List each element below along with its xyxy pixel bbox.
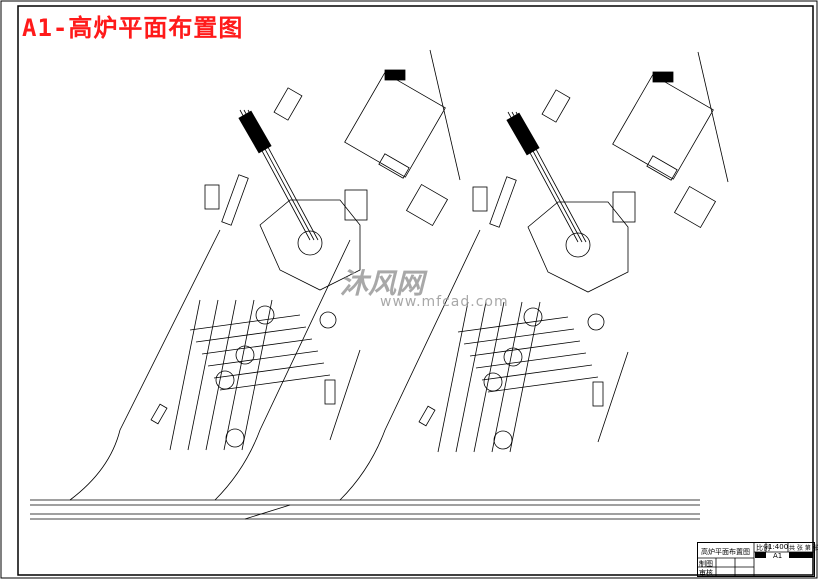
building bbox=[204, 184, 220, 210]
stockhouse bbox=[344, 72, 446, 178]
title-block-grid bbox=[698, 543, 814, 576]
building bbox=[221, 174, 249, 226]
conveyor-head bbox=[506, 112, 540, 156]
pipe-grid bbox=[457, 316, 569, 333]
pipe-grid bbox=[473, 301, 505, 453]
drawn-by-label: 制图 bbox=[699, 560, 713, 568]
building-block bbox=[384, 69, 406, 81]
drawing-title: A1-高炉平面布置图 bbox=[22, 14, 244, 42]
pipe-grid bbox=[207, 350, 319, 367]
pipe-grid bbox=[491, 301, 523, 453]
pipe-grid bbox=[189, 314, 301, 331]
watermark-url: www.mfcad.com bbox=[380, 294, 509, 310]
watermark: 沐风网 www.mfcad.com bbox=[340, 262, 508, 310]
pipe-grid bbox=[469, 340, 581, 357]
pipe-grid bbox=[241, 299, 273, 451]
building bbox=[405, 183, 449, 227]
hot-stove bbox=[493, 430, 513, 450]
building bbox=[378, 153, 410, 179]
pipe-grid bbox=[195, 326, 307, 343]
furnace-plan-right bbox=[418, 51, 729, 453]
dust-catcher bbox=[587, 313, 605, 331]
pipe-grid bbox=[187, 299, 219, 451]
blast-furnace bbox=[565, 232, 591, 258]
building bbox=[472, 186, 488, 212]
pipe-grid bbox=[223, 299, 255, 451]
pipe-grid bbox=[437, 301, 469, 453]
dimension-line bbox=[697, 51, 729, 183]
building bbox=[273, 87, 303, 121]
building-block bbox=[652, 71, 674, 83]
watermark-logo: 沐风网 bbox=[340, 267, 425, 300]
title-block: 高炉平面布置图 比例 1:400 共 张 第 张 A1 制图 审核 bbox=[697, 542, 818, 577]
building bbox=[541, 89, 571, 123]
sheet-size: A1 bbox=[773, 552, 783, 560]
dimension-line bbox=[597, 351, 629, 443]
dust-catcher bbox=[319, 311, 337, 329]
checked-by-label: 审核 bbox=[699, 569, 713, 577]
cast-house bbox=[527, 201, 629, 293]
pipe-grid bbox=[487, 376, 599, 393]
pipe-grid bbox=[201, 338, 313, 355]
dimension-line bbox=[329, 349, 361, 441]
drawing-name: 高炉平面布置图 bbox=[701, 548, 750, 556]
pipe-grid bbox=[463, 328, 575, 345]
blast-furnace bbox=[297, 230, 323, 256]
hot-stove bbox=[225, 428, 245, 448]
conveyor-head bbox=[238, 110, 272, 154]
pipe-grid bbox=[219, 374, 331, 391]
dimension-line bbox=[429, 49, 461, 181]
building bbox=[673, 185, 717, 229]
building bbox=[489, 176, 517, 228]
building bbox=[324, 379, 336, 405]
building bbox=[646, 155, 678, 181]
pipe-grid bbox=[213, 362, 325, 379]
hot-stove bbox=[523, 307, 543, 327]
rail-tracks bbox=[30, 229, 700, 520]
scale-label: 比例 bbox=[756, 544, 770, 552]
furnace-plan-left bbox=[150, 49, 461, 451]
pipe-grid bbox=[169, 299, 201, 451]
stockhouse bbox=[612, 74, 714, 180]
sheet-count: 共 张 第 张 bbox=[789, 545, 818, 552]
building bbox=[612, 191, 636, 223]
hot-stove bbox=[255, 305, 275, 325]
pipe-grid bbox=[455, 301, 487, 453]
pipe-grid bbox=[509, 301, 541, 453]
pipe-grid bbox=[475, 352, 587, 369]
pipe-grid bbox=[205, 299, 237, 451]
building bbox=[418, 405, 436, 427]
pipe-grid bbox=[481, 364, 593, 381]
building bbox=[150, 403, 168, 425]
building bbox=[344, 189, 368, 221]
scale-value: 1:400 bbox=[768, 543, 789, 551]
building bbox=[592, 381, 604, 407]
inner-border bbox=[17, 5, 814, 576]
cast-house bbox=[259, 199, 361, 291]
